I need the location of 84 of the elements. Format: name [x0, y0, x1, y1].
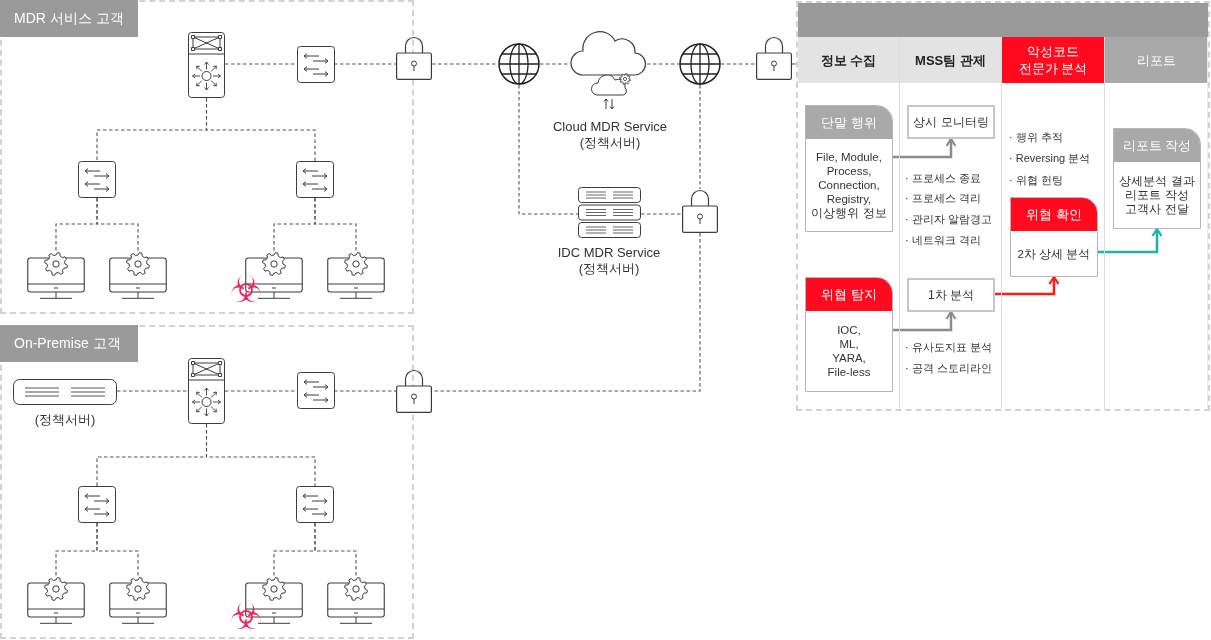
arrow	[1098, 227, 1163, 254]
connector-line	[539, 63, 571, 65]
connector-line	[699, 84, 701, 190]
info-card	[1010, 197, 1098, 277]
connector-line	[640, 213, 683, 215]
device-caption: Cloud MDR Service (정책서버)	[551, 119, 669, 151]
server-icon	[13, 379, 117, 405]
bullet-item: · 위협 헌팅	[1009, 173, 1063, 188]
padlock-icon	[396, 369, 432, 413]
connector-line	[646, 63, 680, 65]
connector-line	[518, 84, 579, 215]
table-column	[1105, 37, 1208, 409]
monitor-gear-icon	[109, 577, 167, 624]
globe-icon	[498, 43, 540, 85]
connector-line	[96, 522, 139, 578]
device-caption: IDC MDR Service (정책서버)	[556, 245, 662, 277]
server-rack-icon	[578, 187, 641, 238]
info-card	[805, 105, 893, 232]
connector-line	[314, 522, 357, 578]
switch-icon	[297, 372, 334, 409]
connector-line	[314, 197, 357, 253]
info-card	[1113, 128, 1201, 229]
column-header: 리포트	[1105, 37, 1207, 83]
card-header: 단말 행위	[806, 106, 892, 139]
connector-line	[224, 390, 298, 392]
padlock-icon	[396, 36, 432, 80]
monitor-gear-icon	[27, 577, 85, 624]
card-text: IOC, ML, YARA, File-less	[826, 323, 872, 380]
connector-line	[720, 63, 757, 65]
arrow	[893, 310, 957, 332]
card-header: 위협 탐지	[806, 278, 892, 311]
column-header: 악성코드 전문가 분석	[1002, 37, 1104, 83]
column-header: MSS팀 관제	[900, 37, 1001, 83]
bullet-item: · 행위 추적	[1009, 130, 1063, 145]
monitor-gear-icon	[327, 252, 385, 299]
arrow	[995, 275, 1060, 296]
panel-tab: On-Premise 고객	[0, 325, 138, 362]
arrow	[893, 137, 957, 159]
switch-icon	[296, 486, 334, 523]
card-text: File, Module, Process, Connection, Registry, 이상행위 정보	[810, 150, 888, 221]
table-column	[798, 37, 900, 409]
panel-tab: MDR 서비스 고객	[0, 0, 138, 37]
switch-icon	[296, 161, 334, 198]
bullet-item: · 프로세스 격리	[905, 191, 981, 206]
table-column	[900, 37, 1002, 409]
group-panel	[0, 0, 414, 314]
connector-line	[791, 63, 797, 65]
connector-line	[116, 390, 189, 392]
info-card	[805, 277, 893, 392]
connector-line	[96, 197, 139, 253]
monitor-gear-icon	[109, 252, 167, 299]
connector-line	[205, 97, 316, 162]
column-header: 정보 수집	[798, 37, 899, 83]
monitor-gear-icon	[27, 252, 85, 299]
group-panel	[0, 325, 414, 639]
switch-icon	[297, 46, 334, 83]
router-icon	[188, 358, 225, 424]
switch-icon	[78, 161, 116, 198]
card-text: 상세분석 결과 리포트 작성 고객사 전달	[1118, 174, 1196, 217]
padlock-icon	[756, 36, 792, 80]
monitor-gear-icon	[245, 577, 303, 624]
cloud-icon	[570, 29, 647, 111]
table-column	[1002, 37, 1105, 409]
card-header: 위협 확인	[1011, 198, 1097, 231]
bullet-item: · 유사도지표 분석	[905, 340, 992, 355]
bullet-item: · 네트워크 격리	[905, 233, 981, 248]
bullet-item: · Reversing 분석	[1009, 151, 1091, 166]
switch-icon	[78, 486, 116, 523]
monitor-gear-icon	[327, 577, 385, 624]
process-box: 1차 분석	[907, 278, 995, 312]
bullet-item: · 관리자 알람경고	[905, 212, 992, 227]
globe-icon	[679, 43, 721, 85]
process-box: 상시 모니터링	[907, 105, 995, 139]
card-header: 리포트 작성	[1114, 129, 1200, 162]
padlock-icon	[682, 189, 718, 233]
group-panel	[796, 1, 1210, 411]
router-icon	[188, 32, 225, 98]
connector-line	[431, 63, 499, 65]
bullet-item: · 공격 스토리라인	[905, 361, 992, 376]
card-text: 2차 상세 분석	[1016, 246, 1092, 262]
device-caption: (정책서버)	[33, 412, 97, 428]
connector-line	[205, 423, 316, 487]
bullet-item: · 프로세스 종료	[905, 171, 981, 186]
connector-line	[224, 63, 298, 65]
